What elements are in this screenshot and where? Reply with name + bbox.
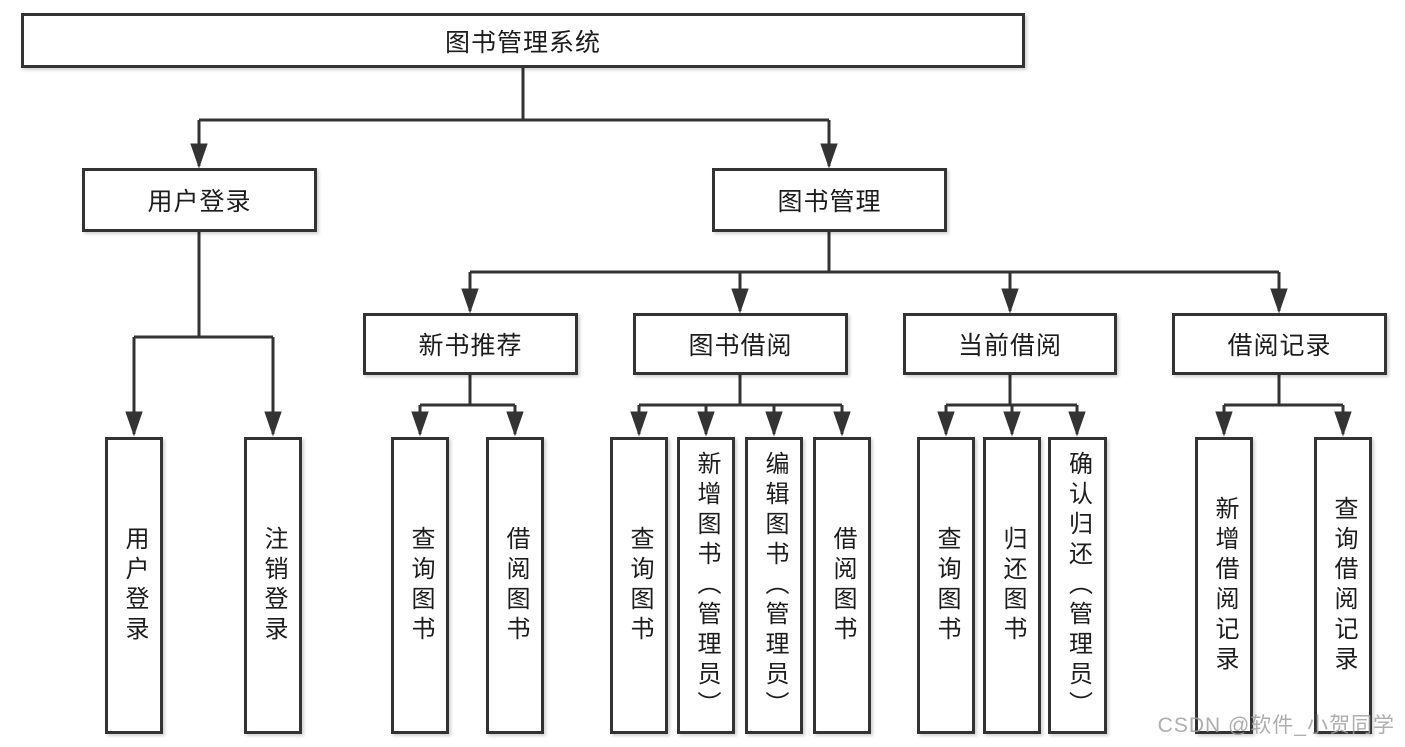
- node-book-borrow: 图书借阅: [633, 313, 848, 375]
- leaf-user-login-label: 用户登录: [121, 525, 148, 646]
- leaf-bb-query-book: 查询图书: [610, 437, 668, 734]
- leaf-user-login: 用户登录: [105, 437, 163, 734]
- leaf-cb-return-book: 归还图书: [983, 437, 1041, 734]
- leaf-bb-add-book-label: 新增图书（管理员）: [693, 450, 720, 721]
- leaf-bb-edit-book: 编辑图书（管理员）: [745, 437, 803, 734]
- node-user-login-label: 用户登录: [147, 188, 252, 216]
- node-borrow-record: 借阅记录: [1172, 313, 1387, 375]
- node-current-borrow-label: 当前借阅: [957, 332, 1062, 360]
- leaf-cb-query-book-label: 查询图书: [933, 525, 960, 646]
- leaf-cb-confirm-return-label: 确认归还（管理员）: [1064, 450, 1092, 721]
- node-book-mgmt-label: 图书管理: [777, 188, 882, 216]
- leaf-rec-query-book-label: 查询图书: [407, 525, 434, 646]
- leaf-br-query-record: 查询借阅记录: [1314, 437, 1372, 734]
- leaf-bb-add-book: 新增图书（管理员）: [677, 437, 735, 734]
- leaf-cb-return-book-label: 归还图书: [999, 525, 1026, 646]
- node-new-book-rec-label: 新书推荐: [418, 332, 523, 360]
- csdn-watermark: CSDN @软件_小贺同学: [1157, 714, 1395, 737]
- node-user-login: 用户登录: [82, 168, 317, 232]
- leaf-bb-query-book-label: 查询图书: [626, 525, 653, 646]
- leaf-rec-query-book: 查询图书: [391, 437, 449, 734]
- leaf-cb-confirm-return: 确认归还（管理员）: [1048, 437, 1107, 734]
- leaf-bb-edit-book-label: 编辑图书（管理员）: [761, 450, 788, 721]
- node-book-mgmt: 图书管理: [712, 168, 947, 232]
- leaf-br-add-record-label: 新增借阅记录: [1211, 495, 1238, 676]
- leaf-br-query-record-label: 查询借阅记录: [1330, 495, 1357, 676]
- leaf-rec-borrow-book: 借阅图书: [486, 437, 544, 734]
- leaf-bb-borrow-book: 借阅图书: [813, 437, 871, 734]
- leaf-rec-borrow-book-label: 借阅图书: [502, 525, 529, 646]
- node-new-book-rec: 新书推荐: [363, 313, 578, 375]
- node-root-label: 图书管理系统: [444, 28, 601, 57]
- leaf-logout: 注销登录: [244, 437, 302, 734]
- leaf-bb-borrow-book-label: 借阅图书: [829, 525, 856, 646]
- leaf-logout-label: 注销登录: [260, 525, 287, 646]
- node-root: 图书管理系统: [21, 13, 1025, 68]
- node-current-borrow: 当前借阅: [903, 313, 1117, 375]
- node-book-borrow-label: 图书借阅: [688, 332, 793, 360]
- leaf-br-add-record: 新增借阅记录: [1195, 437, 1253, 734]
- leaf-cb-query-book: 查询图书: [917, 437, 975, 734]
- node-borrow-record-label: 借阅记录: [1227, 332, 1332, 360]
